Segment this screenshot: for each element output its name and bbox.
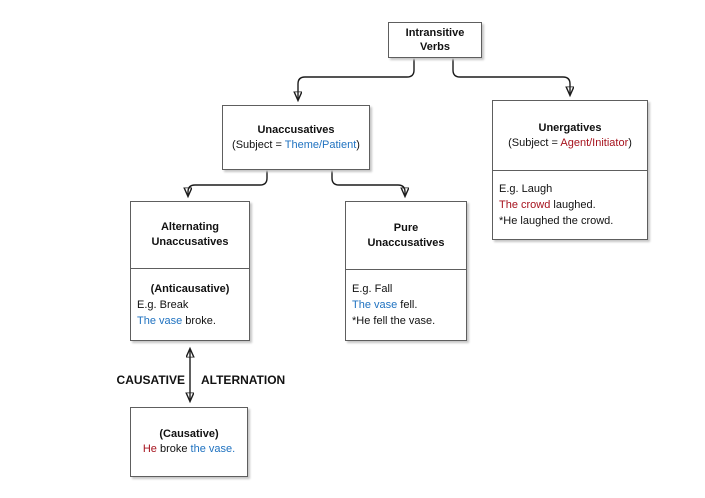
alternating-sentence: The vase broke.: [137, 313, 243, 329]
causative-sentence-subject: He: [142, 443, 157, 455]
unaccusatives-subject-suffix: ): [356, 138, 360, 151]
node-unergatives: Unergatives (Subject = Agent/Initiator) …: [492, 100, 648, 240]
alternating-title-line1: Alternating: [160, 221, 220, 233]
connector-root-to-unaccusatives: [298, 58, 415, 100]
unergatives-title: Unergatives: [538, 121, 602, 134]
unaccusatives-subject-role: Theme/Patient: [284, 138, 357, 151]
unergatives-subject-prefix: (Subject =: [508, 136, 561, 149]
node-alternating-unaccusatives: Alternating Unaccusatives (Anticausative…: [130, 201, 250, 341]
pure-ungrammatical: *He fell the vase.: [352, 315, 436, 327]
pure-title-line2: Unaccusatives: [367, 236, 445, 249]
unaccusatives-subtitle: (Subject = Theme/Patient): [232, 138, 360, 153]
causative-alternation-label-right: ALTERNATION: [201, 373, 286, 387]
pure-example: E.g. Fall: [352, 283, 393, 295]
causative-sentence-mid: broke: [156, 443, 191, 455]
unergatives-sentence-rest: laughed.: [550, 199, 596, 211]
unergatives-ungrammatical: *He laughed the crowd.: [499, 215, 614, 227]
unergatives-example: E.g. Laugh: [499, 183, 553, 195]
node-causative: (Causative) He broke the vase.: [130, 407, 248, 477]
unergatives-subject-suffix: ): [628, 136, 632, 149]
unergatives-sentence: The crowd laughed.: [499, 197, 641, 213]
alternating-title-line2: Unaccusatives: [151, 236, 229, 248]
root-title-line1: Intransitive: [405, 27, 465, 39]
connector-unaccusatives-to-alternating: [188, 170, 268, 196]
causative-alternation-label-left: CAUSATIVE: [116, 373, 185, 387]
pure-sentence: The vase fell.: [352, 297, 460, 313]
unaccusatives-title: Unaccusatives: [257, 123, 335, 136]
pure-sentence-subject: The vase: [352, 299, 398, 311]
node-pure-unaccusatives: Pure Unaccusatives E.g. Fall The vase fe…: [345, 201, 467, 341]
node-unaccusatives: Unaccusatives (Subject = Theme/Patient): [222, 105, 370, 170]
pure-title-line1: Pure: [393, 221, 419, 234]
node-intransitive-verbs: Intransitive Verbs: [388, 22, 482, 58]
alternating-sentence-subject: The vase: [137, 314, 183, 327]
pure-sentence-rest: fell.: [397, 299, 418, 311]
alternating-label: (Anticausative): [150, 282, 230, 295]
connector-root-to-unergatives: [452, 58, 570, 95]
alternating-example: E.g. Break: [137, 298, 189, 311]
causative-sentence: He broke the vase.: [143, 442, 235, 457]
unergatives-subject-role: Agent/Initiator: [560, 136, 629, 149]
connector-unaccusatives-to-pure: [331, 170, 405, 196]
alternating-sentence-rest: broke.: [182, 314, 216, 327]
unergatives-sentence-subject: The crowd: [499, 199, 551, 211]
unergatives-subtitle: (Subject = Agent/Initiator): [508, 136, 632, 151]
causative-label: (Causative): [159, 428, 219, 440]
causative-sentence-object: the vase.: [190, 443, 236, 455]
root-title-line2: Verbs: [420, 41, 450, 53]
unaccusatives-subject-prefix: (Subject =: [232, 138, 285, 151]
